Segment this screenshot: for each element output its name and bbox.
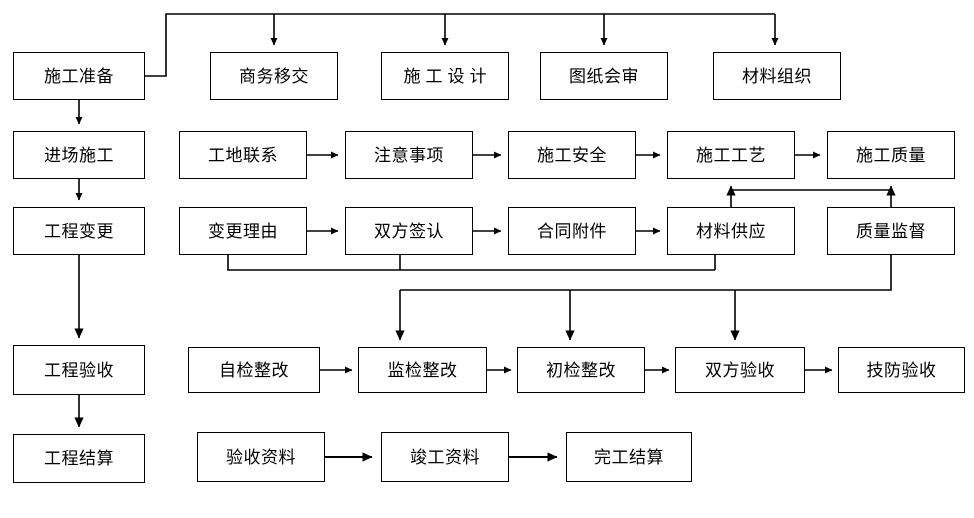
wire-bus-lower [400, 255, 892, 291]
node-biangeng-liyou[interactable]: 变更理由 [179, 207, 307, 255]
node-gongcheng-yanshou[interactable]: 工程验收 [13, 345, 145, 395]
node-label: 验收资料 [226, 447, 296, 467]
node-shuangfang-yanshou[interactable]: 双方验收 [675, 347, 805, 393]
node-shigong-zhunbei[interactable]: 施工准备 [13, 52, 145, 100]
node-gongcheng-biangeng[interactable]: 工程变更 [13, 207, 145, 255]
node-shigong-gongyi[interactable]: 施工工艺 [667, 131, 795, 179]
node-gongdi-lianxi[interactable]: 工地联系 [179, 131, 307, 179]
node-label: 质量监督 [856, 221, 926, 241]
node-label: 进场施工 [44, 145, 114, 165]
node-label: 注意事项 [374, 145, 444, 165]
node-shuangfang-qianren[interactable]: 双方签认 [345, 207, 473, 255]
node-shigong-sheji[interactable]: 施工设计 [381, 52, 509, 100]
node-gongcheng-jiesuan[interactable]: 工程结算 [13, 434, 145, 483]
node-label: 完工结算 [594, 447, 664, 467]
node-label: 工地联系 [208, 145, 278, 165]
node-zhuyi-shixiang[interactable]: 注意事项 [345, 131, 473, 179]
node-shigong-anquan[interactable]: 施工安全 [508, 131, 636, 179]
node-shigong-zhiliang[interactable]: 施工质量 [827, 131, 955, 179]
node-hetong-fujian[interactable]: 合同附件 [508, 207, 636, 255]
node-label: 工程结算 [44, 449, 114, 468]
node-label: 工程变更 [44, 221, 114, 241]
node-label: 施工准备 [44, 66, 114, 86]
node-label: 施工工艺 [696, 145, 766, 165]
node-label: 图纸会审 [569, 66, 639, 86]
node-label: 变更理由 [208, 221, 278, 241]
node-zijian-zhenggai[interactable]: 自检整改 [188, 347, 320, 393]
wire-gongying-feedback-rail [730, 189, 891, 207]
node-label: 施工设计 [403, 66, 492, 86]
node-jungong-ziliao[interactable]: 竣工资料 [381, 432, 509, 482]
node-label: 合同附件 [537, 221, 607, 241]
node-shangwu-yijiao[interactable]: 商务移交 [210, 52, 338, 100]
node-label: 材料组织 [742, 66, 812, 86]
node-jinchang-shigong[interactable]: 进场施工 [13, 131, 145, 179]
node-jianjian-zhenggai[interactable]: 监检整改 [358, 347, 487, 393]
node-label: 监检整改 [387, 360, 458, 380]
node-jifang-yanshou[interactable]: 技防验收 [838, 347, 965, 393]
node-yanshou-ziliao[interactable]: 验收资料 [197, 432, 325, 482]
node-cailiao-gongying[interactable]: 材料供应 [667, 207, 795, 255]
node-label: 初检整改 [546, 360, 616, 380]
node-chujian-zhenggai[interactable]: 初检整改 [517, 347, 645, 393]
node-label: 技防验收 [866, 360, 937, 380]
node-label: 双方签认 [374, 221, 444, 241]
node-wangong-jiesuan[interactable]: 完工结算 [566, 432, 692, 482]
node-label: 竣工资料 [410, 447, 480, 467]
node-label: 工程验收 [44, 360, 114, 380]
node-label: 施工安全 [537, 145, 607, 165]
node-tuzhi-huishen[interactable]: 图纸会审 [540, 52, 668, 100]
node-label: 材料供应 [696, 221, 766, 241]
node-label: 施工质量 [856, 145, 926, 165]
node-cailiao-zuzhi[interactable]: 材料组织 [713, 52, 841, 100]
node-zhiliang-jiandu[interactable]: 质量监督 [827, 207, 955, 255]
node-label: 商务移交 [239, 66, 309, 86]
node-label: 双方验收 [705, 360, 775, 380]
node-label: 自检整改 [219, 360, 289, 380]
wire-bus-upper [227, 255, 715, 271]
